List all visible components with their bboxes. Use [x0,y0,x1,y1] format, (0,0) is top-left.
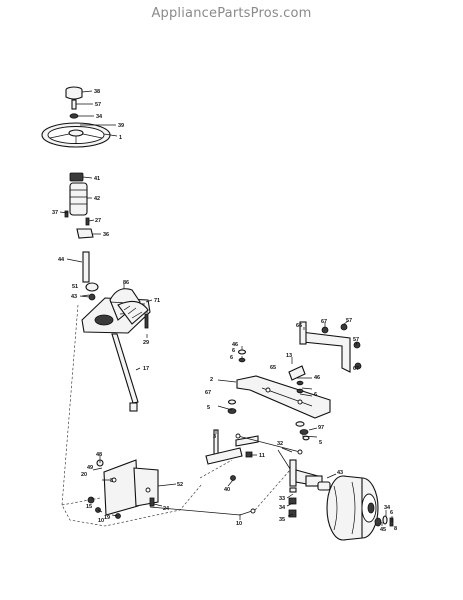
callout-label: 43 [71,294,77,300]
callout-label: 33 [279,496,285,502]
callout-label: 15 [86,504,92,510]
wheel-hardware [317,481,394,527]
callout-label: 8 [394,526,397,532]
assembly-path [61,304,291,527]
callout-label: 35 [279,517,285,523]
callout-label: 52 [177,482,183,488]
callout-label: 67 [353,366,359,372]
steering-shaft-lower [111,333,139,412]
spindle-fasteners [288,487,297,518]
callout-label: 57 [95,102,101,108]
callout-label: 5 [207,405,210,411]
callout-label: 49 [87,465,93,471]
callout-label: 27 [95,218,101,224]
callout-label: 10 [236,521,242,527]
callout-label: 3 [213,434,216,440]
callout-label: 6 [230,355,233,361]
bolts [64,210,90,226]
callout-label: 34 [384,505,391,511]
callout-label: 19 [104,515,110,521]
callout-label: 65 [270,365,276,371]
steering-wheel-cap [65,86,83,100]
callout-label: 42 [94,196,100,202]
front-wheel [326,475,379,541]
callout-label: 43 [337,470,343,476]
callout-label: 41 [94,176,100,182]
callout-label: 24 [163,506,170,512]
callout-label: 34 [279,505,286,511]
callout-label: 11 [259,453,265,459]
callout-label: 6 [390,510,393,516]
callout-label: 17 [143,366,149,372]
callout-labels: 38 57 34 39 1 41 42 37 27 36 44 51 43 86… [52,89,397,533]
callout-label: 40 [224,487,230,493]
callout-label: 6 [314,392,317,398]
callout-label: 2 [210,377,213,383]
callout-label: 66 [296,323,302,329]
left-fasteners [87,459,155,519]
callout-label: 67 [321,319,327,325]
callout-label: 20 [81,472,87,478]
bushing-upper [76,228,94,239]
callout-label: 71 [154,298,160,304]
callout-label: 51 [72,284,78,290]
axle-support-bracket [299,321,362,373]
callout-label: 44 [58,257,65,263]
sector-gear [117,300,149,325]
callout-label: 34 [96,114,103,120]
callout-label: 57 [346,318,352,324]
callout-label: 13 [286,353,292,359]
callout-label: 39 [118,123,124,129]
callout-label: 5 [319,440,322,446]
steering-shaft-bellows [69,182,88,216]
leader-lines [59,90,393,526]
callout-label: 97 [318,425,324,431]
steering-adapter [69,172,84,182]
callout-label: 32 [277,441,283,447]
gear-pin [144,313,149,329]
callout-label: 67 [205,390,211,396]
callout-label: 46 [314,375,320,381]
callout-label: 8 [110,478,113,484]
bushing-flange [85,282,99,301]
cap-screw [71,99,77,110]
callout-label: 57 [353,337,359,343]
callout-label: 48 [96,452,102,458]
washer [69,113,79,119]
callout-label: 6 [232,348,235,354]
callout-label: 36 [103,232,109,238]
callout-label: 38 [94,89,100,95]
spindle-right [289,459,323,487]
spindle-left [205,429,259,481]
steering-shaft-upper [82,251,90,283]
callout-label: 10 [98,518,104,524]
callout-label: 29 [143,340,149,346]
callout-label: 46 [232,342,238,348]
callout-label: 37 [52,210,58,216]
pivot-bracket [103,459,159,516]
callout-label: 86 [123,280,129,286]
callout-label: 45 [380,527,386,533]
front-axle [236,375,331,419]
axle-spacer [288,365,306,381]
site-watermark: AppliancePartsPros.com [151,6,312,21]
steering-wheel [41,122,111,148]
callout-label: 1 [119,135,122,141]
